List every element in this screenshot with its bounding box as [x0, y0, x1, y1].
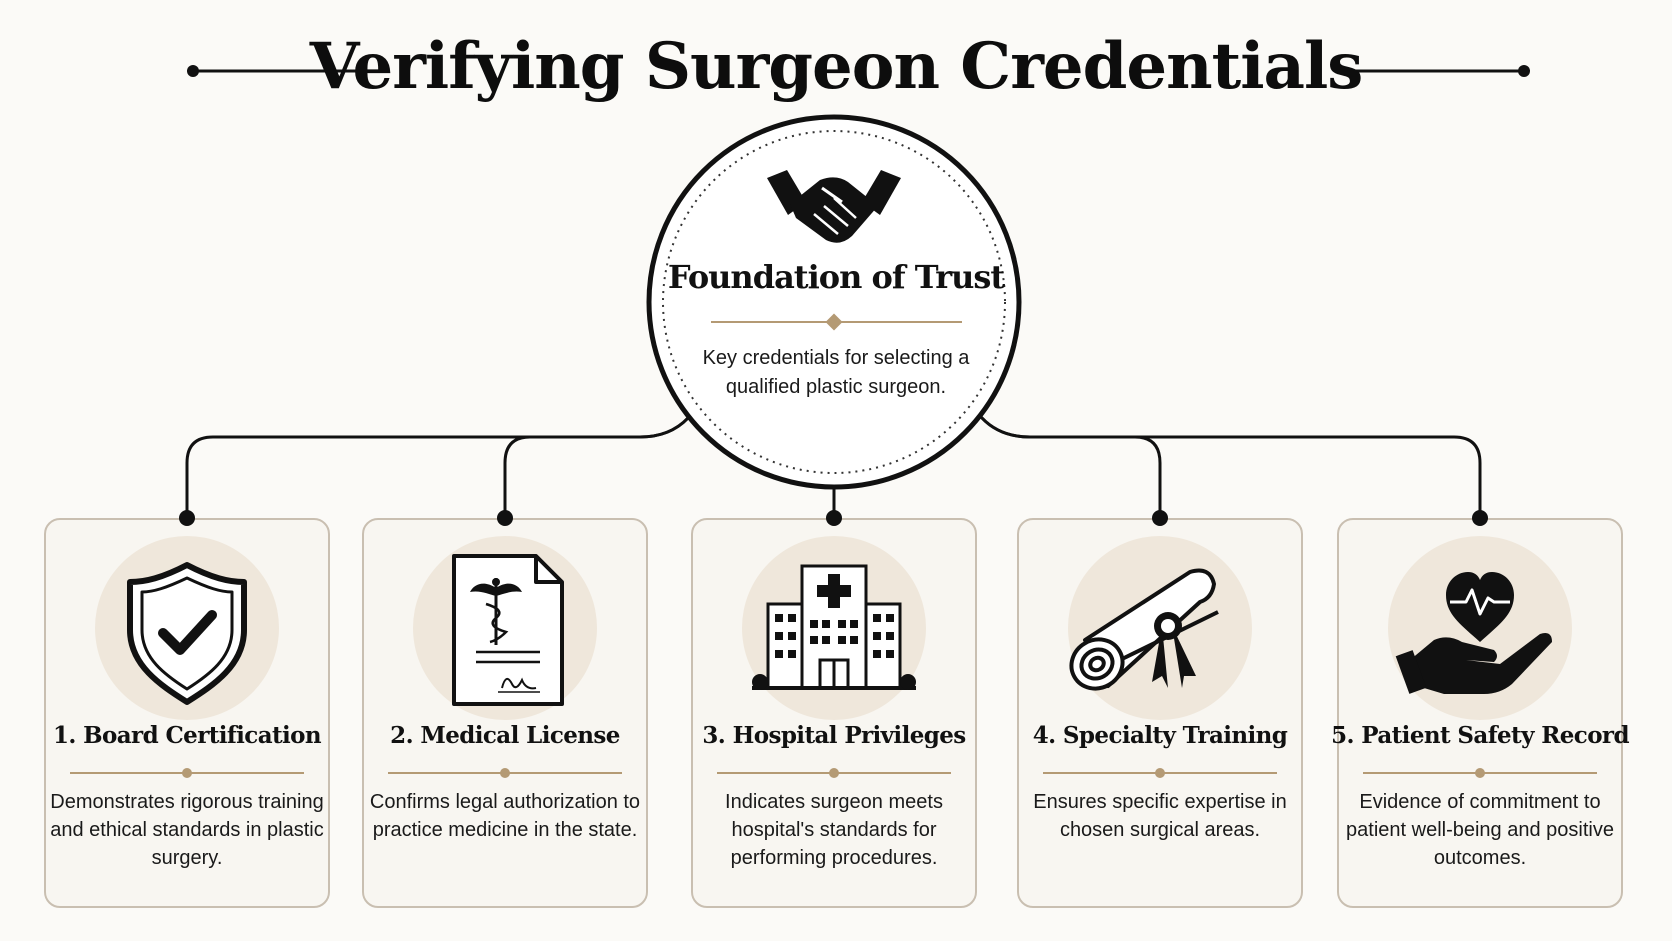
heart-hand-icon	[1395, 572, 1552, 694]
card-description: Demonstrates rigorous training and ethic…	[50, 791, 324, 869]
card-divider-5	[1363, 768, 1597, 778]
center-divider	[711, 313, 962, 331]
card-description: Confirms legal authorization to practice…	[369, 791, 641, 841]
connector-lines	[185, 416, 1482, 520]
card-description: Ensures specific expertise in chosen sur…	[1033, 791, 1287, 841]
card-title: 4. Specialty Training	[1032, 722, 1288, 749]
card-description: Evidence of commitment to patient well-b…	[1346, 791, 1614, 869]
medical-document-icon	[452, 554, 564, 706]
card-divider-4	[1043, 768, 1277, 778]
card-description: Indicates surgeon meets hospital's stand…	[725, 791, 943, 869]
card-title: 5. Patient Safety Record	[1331, 722, 1629, 749]
center-circle	[646, 114, 1022, 490]
center-description: Key credentials for selecting a qualifie…	[702, 347, 970, 398]
hospital-icon	[752, 564, 916, 690]
title-rule-right	[1355, 65, 1530, 77]
handshake-icon	[767, 170, 901, 243]
card-title: 1. Board Certification	[52, 722, 322, 749]
card-dividers	[70, 768, 1597, 778]
shield-check-icon	[127, 562, 247, 705]
card-title: 2. Medical License	[390, 722, 620, 749]
center-title: Foundation of Trust	[667, 258, 1005, 296]
page-title: Verifying Surgeon Credentials	[309, 29, 1364, 104]
card-divider-1	[70, 768, 304, 778]
card-divider-2	[388, 768, 622, 778]
card-title: 3. Hospital Privileges	[702, 722, 966, 749]
diploma-scroll-icon	[1069, 568, 1219, 691]
title-rule-left	[187, 65, 362, 77]
card-divider-3	[717, 768, 951, 778]
connector-dots	[179, 510, 1488, 526]
